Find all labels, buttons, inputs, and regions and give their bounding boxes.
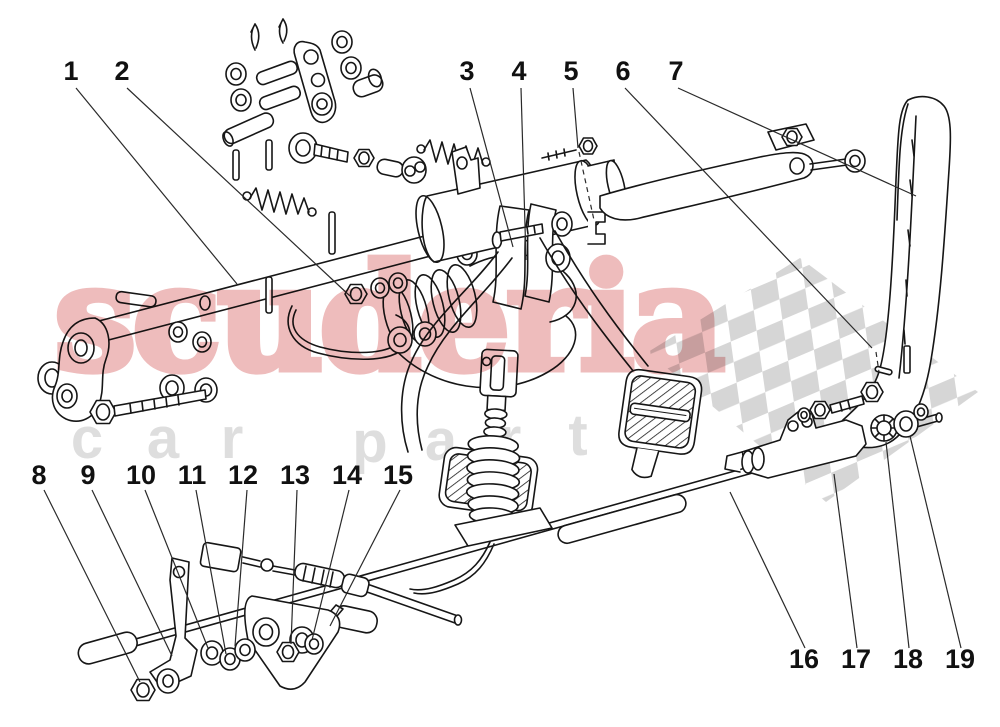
- leader-line-1: [75, 87, 238, 285]
- callout-number-18: 18: [893, 644, 923, 674]
- callout-number-3: 3: [459, 56, 474, 86]
- leader-line-4: [520, 87, 527, 261]
- callout-number-9: 9: [80, 460, 95, 490]
- leader-line-6: [875, 351, 880, 373]
- callout-number-1: 1: [63, 56, 78, 86]
- leader-line-17: [833, 473, 858, 649]
- callout-number-10: 10: [126, 460, 156, 490]
- cross-shaft-tube: [37, 211, 444, 422]
- leader-line-11: [195, 489, 227, 655]
- leader-line-15: [329, 489, 401, 627]
- clutch-cable-adjuster: [199, 541, 463, 634]
- callout-number-4: 4: [511, 56, 526, 86]
- leader-line-10: [144, 489, 209, 649]
- accelerator-pedal: [838, 95, 952, 449]
- wm-letter-t: t: [568, 403, 587, 468]
- callout-number-19: 19: [945, 644, 975, 674]
- leader-line-19: [909, 435, 962, 649]
- callout-number-14: 14: [332, 460, 362, 490]
- callout-number-5: 5: [563, 56, 578, 86]
- checkered-flag-motif: [648, 258, 978, 502]
- leader-line-18: [885, 441, 910, 649]
- leader-line-12: [234, 489, 248, 647]
- callout-number-11: 11: [178, 460, 207, 490]
- callout-number-6: 6: [615, 56, 630, 86]
- callout-number-15: 15: [383, 460, 413, 490]
- callout-number-12: 12: [228, 460, 258, 490]
- callout-number-17: 17: [841, 644, 871, 674]
- leader-line-8: [43, 489, 141, 683]
- leader-line-2: [126, 87, 351, 297]
- wm-letter-p: p: [352, 410, 387, 475]
- leader-line-5: [572, 87, 579, 149]
- car-parts-watermark: c a r p a r t s: [71, 400, 661, 475]
- callout-number-16: 16: [789, 644, 819, 674]
- leader-line-5: [578, 151, 595, 221]
- leader-line-7: [677, 87, 917, 197]
- wm-letter-a1: a: [147, 406, 180, 471]
- wm-letter-r1: r: [221, 406, 244, 471]
- leader-line-14: [311, 489, 350, 641]
- rod-support-bracket: [724, 345, 929, 479]
- fastener-cluster: [222, 18, 491, 217]
- callout-number-7: 7: [668, 56, 683, 86]
- brake-pedal: [539, 230, 703, 479]
- leader-line-13: [290, 489, 298, 645]
- callout-number-2: 2: [114, 56, 129, 86]
- callout-number-13: 13: [280, 460, 310, 490]
- leader-line-6: [624, 87, 873, 349]
- clutch-master-cylinder: [409, 348, 553, 595]
- leader-line-16: [729, 491, 806, 649]
- callout-number-8: 8: [31, 460, 46, 490]
- leader-line-3: [469, 87, 514, 248]
- pivot-bolt: [89, 389, 207, 425]
- sleeve-support-arm: [599, 123, 866, 221]
- pedal-pivot-sleeve: [415, 137, 627, 310]
- leader-line-9: [91, 489, 173, 657]
